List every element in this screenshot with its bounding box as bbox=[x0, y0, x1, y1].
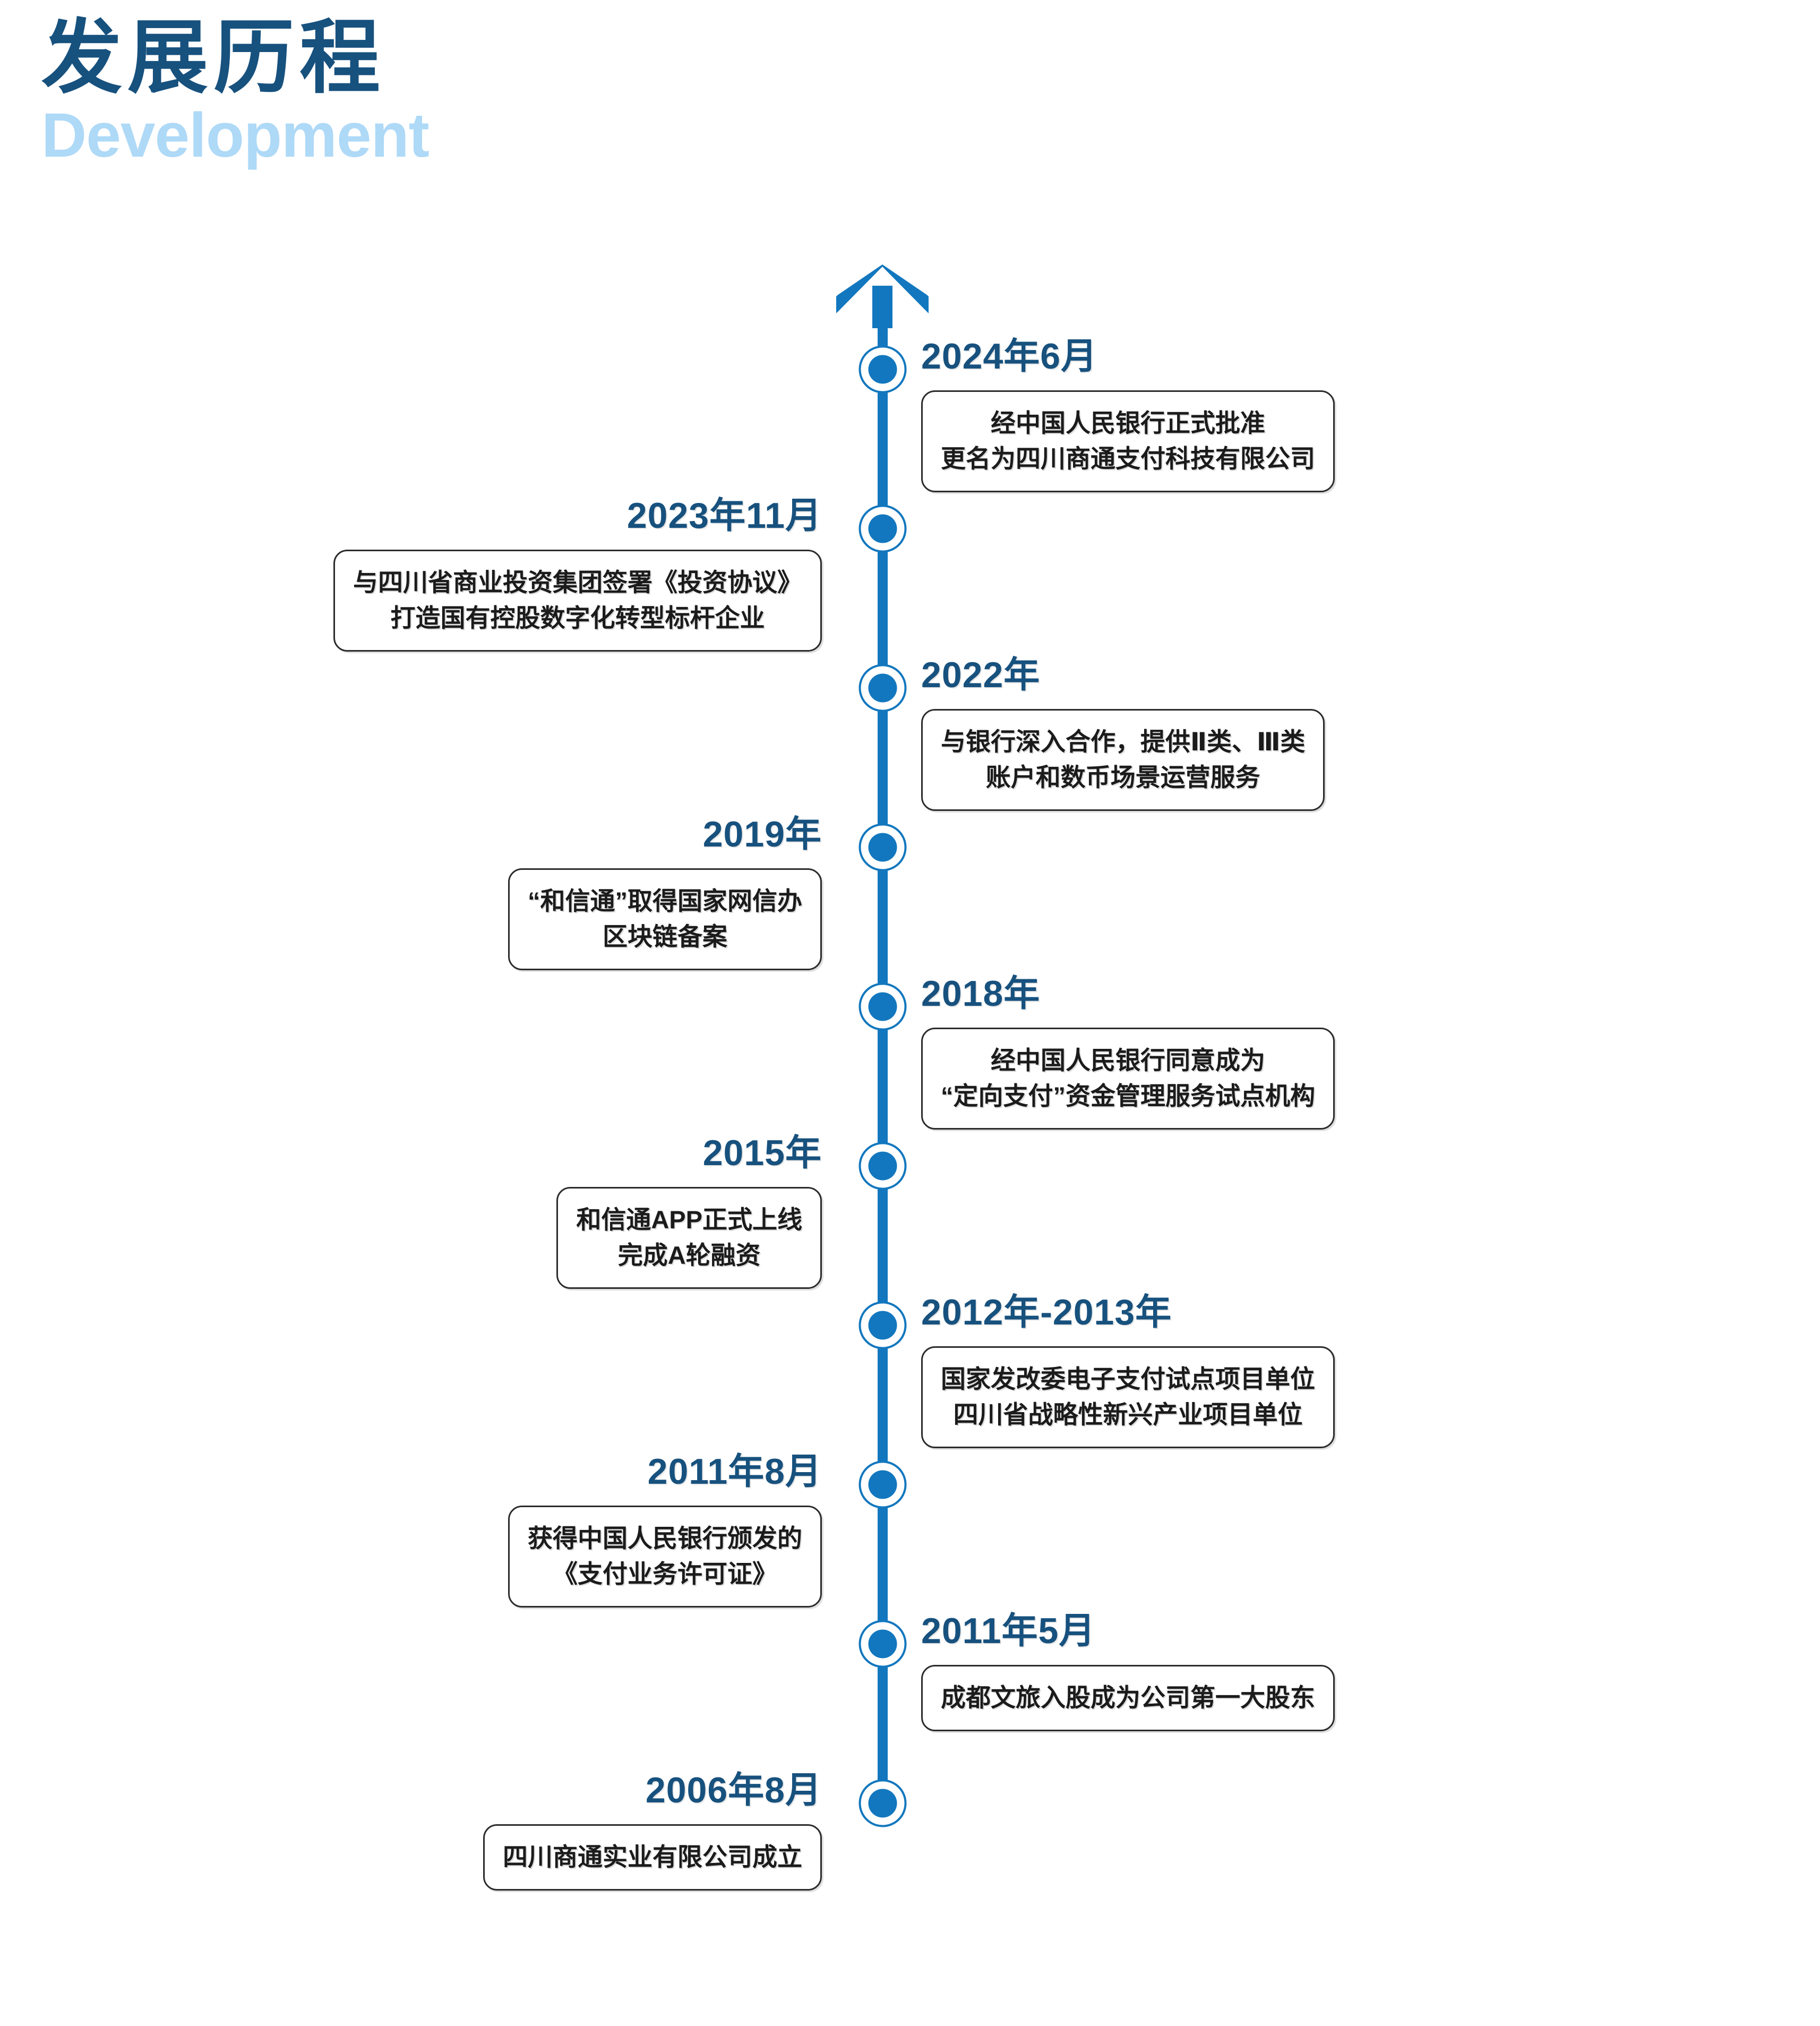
timeline-event-year: 2022年 bbox=[921, 655, 1041, 695]
timeline-event-description-line: “和信通”取得国家网信办 bbox=[528, 887, 802, 916]
timeline-dot-icon bbox=[859, 505, 907, 553]
timeline-event-description-box: 经中国人民银行同意成为 “定向支付”资金管理服务试点机构 bbox=[921, 1028, 1335, 1130]
timeline-event-description-box: 和信通APP正式上线完成A轮融资 bbox=[556, 1187, 822, 1289]
timeline-event-description-box: 获得中国人民银行颁发的《支付业务许可证》 bbox=[508, 1506, 822, 1608]
timeline-event-description-line: 国家发改委电子支付试点项目单位 bbox=[941, 1365, 1315, 1394]
timeline-event-description-line: 四川商通实业有限公司成立 bbox=[503, 1843, 802, 1871]
page-title-chinese: 发展历程 bbox=[41, 13, 385, 103]
timeline-dot-icon bbox=[859, 982, 907, 1031]
timeline-dot-icon bbox=[859, 345, 907, 394]
timeline-event-description-box: 国家发改委电子支付试点项目单位四川省战略性新兴产业项目单位 bbox=[921, 1346, 1335, 1448]
timeline-event-content-left: 2023年11月与四川省商业投资集团签署《投资协议》打造国有控股数字化转型标杆企… bbox=[64, 495, 822, 652]
timeline-event-description-line: “定向支付”资金管理服务试点机构 bbox=[941, 1081, 1315, 1110]
timeline-event-description-line: 经中国人民银行同意成为 bbox=[991, 1046, 1265, 1075]
timeline-event-description-line: 区块链备案 bbox=[603, 922, 727, 951]
timeline-dot-icon bbox=[859, 664, 907, 712]
timeline-event-description-box: “和信通”取得国家网信办区块链备案 bbox=[508, 868, 822, 970]
timeline-event-description-line: 更名为四川商通支付科技有限公司 bbox=[941, 444, 1315, 473]
timeline-event-year: 2015年 bbox=[702, 1133, 822, 1173]
timeline-event-content-left: 2015年和信通APP正式上线完成A轮融资 bbox=[64, 1133, 822, 1289]
timeline-dot-icon bbox=[859, 1301, 907, 1349]
timeline-event-content-right: 2024年6月经中国人民银行正式批准更名为四川商通支付科技有限公司 bbox=[921, 336, 1707, 492]
page-heading: 发展历程 Development bbox=[41, 13, 785, 170]
timeline-dot-icon bbox=[859, 1142, 907, 1190]
timeline-event-content-right: 2011年5月成都文旅入股成为公司第一大股东 bbox=[921, 1611, 1707, 1731]
timeline-event-description-box: 与四川省商业投资集团签署《投资协议》打造国有控股数字化转型标杆企业 bbox=[333, 550, 822, 652]
timeline-event-description-line: 与银行深入合作，提供Ⅱ类、Ⅲ类 bbox=[941, 728, 1306, 756]
timeline-dot-icon bbox=[859, 1460, 907, 1509]
timeline-event-description-line: 经中国人民银行正式批准 bbox=[991, 409, 1265, 438]
timeline-event-year: 2006年8月 bbox=[645, 1770, 822, 1810]
timeline-event-year: 2023年11月 bbox=[626, 495, 822, 536]
timeline-event-description-box: 与银行深入合作，提供Ⅱ类、Ⅲ类账户和数币场景运营服务 bbox=[921, 709, 1325, 811]
timeline-event-description-box: 四川商通实业有限公司成立 bbox=[483, 1824, 822, 1891]
timeline-event-description-line: 和信通APP正式上线 bbox=[576, 1206, 802, 1234]
timeline-event-description-line: 获得中国人民银行颁发的 bbox=[528, 1524, 802, 1553]
timeline-event-description-line: 《支付业务许可证》 bbox=[553, 1559, 777, 1588]
timeline-event-year: 2011年8月 bbox=[647, 1451, 822, 1492]
timeline-event-description-line: 完成A轮融资 bbox=[617, 1241, 761, 1269]
timeline-event-content-left: 2019年 “和信通”取得国家网信办区块链备案 bbox=[64, 814, 822, 970]
timeline-event-year: 2018年 bbox=[921, 973, 1041, 1014]
timeline-event-description-line: 四川省战略性新兴产业项目单位 bbox=[953, 1400, 1303, 1429]
timeline-event-year: 2024年6月 bbox=[921, 336, 1098, 377]
timeline-event-content-right: 2018年经中国人民银行同意成为 “定向支付”资金管理服务试点机构 bbox=[921, 973, 1707, 1130]
timeline-event-content-left: 2011年8月获得中国人民银行颁发的《支付业务许可证》 bbox=[64, 1451, 822, 1608]
timeline-event-description-line: 账户和数币场景运营服务 bbox=[985, 763, 1260, 791]
timeline-event-content-right: 2012年-2013年国家发改委电子支付试点项目单位四川省战略性新兴产业项目单位 bbox=[921, 1292, 1707, 1448]
timeline-event-year: 2011年5月 bbox=[921, 1611, 1096, 1651]
timeline-event-description-box: 成都文旅入股成为公司第一大股东 bbox=[921, 1665, 1335, 1731]
timeline-event-description-line: 打造国有控股数字化转型标杆企业 bbox=[390, 603, 765, 632]
timeline-dot-icon bbox=[859, 823, 907, 871]
timeline-event-description-line: 与四川省商业投资集团签署《投资协议》 bbox=[353, 568, 802, 597]
timeline-event-content-right: 2022年与银行深入合作，提供Ⅱ类、Ⅲ类账户和数币场景运营服务 bbox=[921, 655, 1707, 811]
timeline-event-year: 2019年 bbox=[702, 814, 822, 854]
timeline-event-description-line: 成都文旅入股成为公司第一大股东 bbox=[941, 1683, 1315, 1712]
timeline-event-content-left: 2006年8月四川商通实业有限公司成立 bbox=[64, 1770, 822, 1891]
timeline-dot-icon bbox=[859, 1779, 907, 1827]
page-title-english: Development bbox=[41, 100, 430, 170]
timeline-event-year: 2012年-2013年 bbox=[921, 1292, 1172, 1332]
timeline-dot-icon bbox=[859, 1620, 907, 1668]
timeline-event-description-box: 经中国人民银行正式批准更名为四川商通支付科技有限公司 bbox=[921, 390, 1335, 492]
